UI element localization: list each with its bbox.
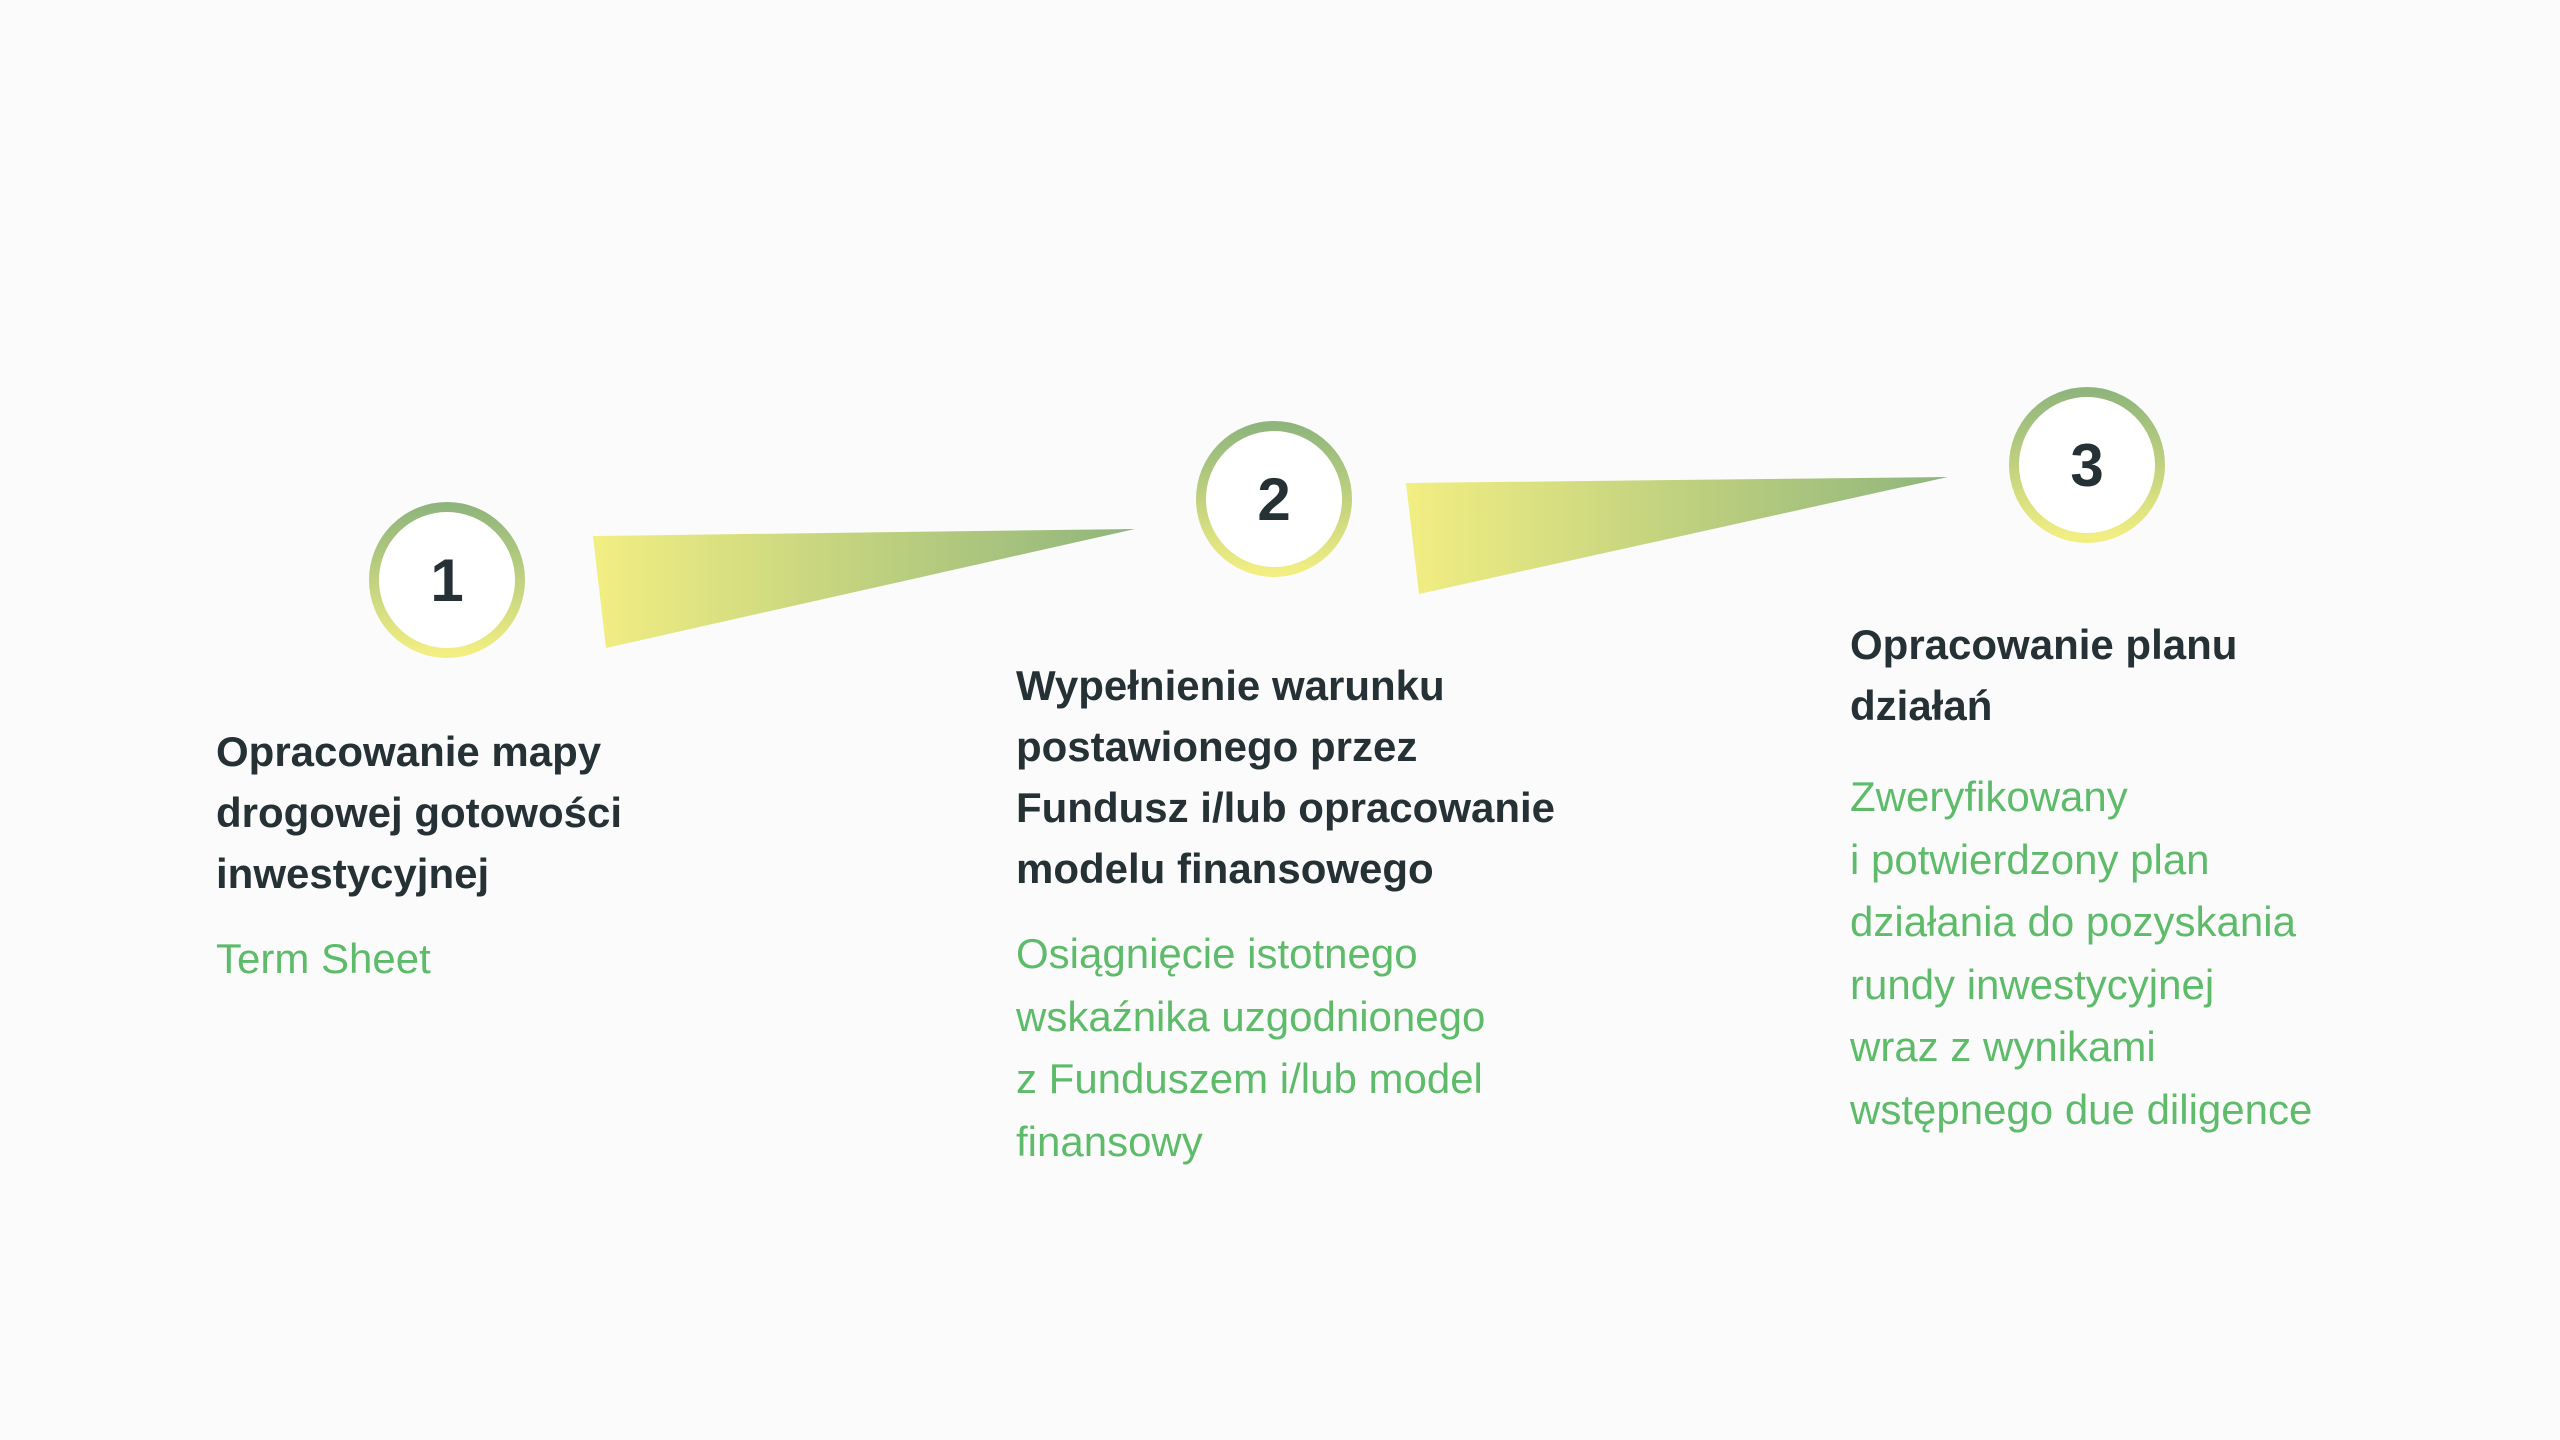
step-2-text: Wypełnienie warunku postawionego przez F… <box>1016 655 1555 1173</box>
subtext-line: finansowy <box>1016 1117 1203 1165</box>
heading-line: Opracowanie mapy <box>216 728 602 775</box>
connector-arrow-2-3 <box>1406 477 1948 594</box>
step-2-ring <box>1196 421 1352 577</box>
step-1-text: Opracowanie mapy drogowej gotowości inwe… <box>216 721 622 991</box>
heading-line: Wypełnienie warunku <box>1016 662 1445 709</box>
heading-line: postawionego przez <box>1016 723 1418 770</box>
step-2-number: 2 <box>1257 465 1291 533</box>
heading-line: modelu finansowego <box>1016 845 1434 892</box>
step-3-number: 3 <box>2070 431 2104 499</box>
subtext-line: wskaźnika uzgodnionego <box>1016 992 1486 1040</box>
heading-line: inwestycyjnej <box>216 850 490 897</box>
heading-line: Fundusz i/lub opracowanie <box>1016 784 1556 831</box>
step-2-heading: Wypełnienie warunku postawionego przez F… <box>1016 655 1555 899</box>
subtext-line: i potwierdzony plan <box>1850 835 2210 883</box>
connector-arrow-1-2 <box>593 529 1135 648</box>
subtext-line: Osiągnięcie istotnego <box>1016 930 1418 977</box>
subtext-line: Zweryfikowany <box>1850 773 2128 820</box>
step-3-subtext: Zweryfikowany i potwierdzony plan działa… <box>1850 766 2312 1141</box>
step-1-heading: Opracowanie mapy drogowej gotowości inwe… <box>216 721 622 904</box>
subtext-line: wraz z wynikami <box>1850 1023 2156 1070</box>
step-3-heading: Opracowanie planu działań <box>1850 614 2312 736</box>
heading-line: drogowej gotowości <box>216 789 622 836</box>
heading-line: działań <box>1850 682 1993 729</box>
step-1-ring <box>369 502 525 658</box>
step-1-subtext: Term Sheet <box>216 928 622 991</box>
subtext-line: wstępnego due diligence <box>1850 1085 2313 1133</box>
step-3-ring <box>2009 387 2165 543</box>
step-2-subtext: Osiągnięcie istotnego wskaźnika uzgodnio… <box>1016 923 1555 1173</box>
heading-line: Opracowanie planu <box>1850 621 2238 668</box>
subtext-line: rundy inwestycyjnej <box>1850 960 2215 1008</box>
subtext-line: Term Sheet <box>216 935 431 982</box>
step-3-text: Opracowanie planu działań Zweryfikowany … <box>1850 614 2312 1141</box>
step-1-number: 1 <box>430 546 464 614</box>
subtext-line: z Funduszem i/lub model <box>1016 1055 1483 1102</box>
subtext-line: działania do pozyskania <box>1850 898 2296 945</box>
